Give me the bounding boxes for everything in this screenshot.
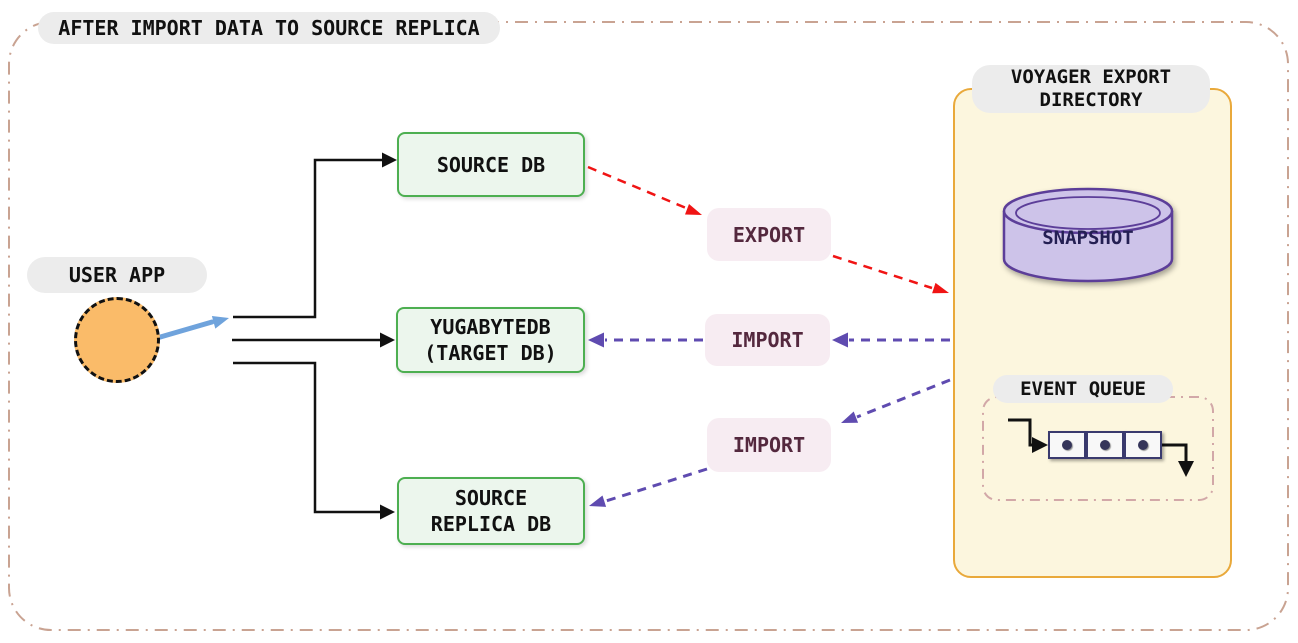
import-replica-flow-label: IMPORT — [707, 418, 831, 472]
source-replica-db-node: SOURCE REPLICA DB — [397, 477, 585, 545]
event-queue-label: EVENT QUEUE — [993, 375, 1173, 403]
source-replica-label-line2: REPLICA DB — [430, 512, 552, 536]
event-queue-item — [1048, 431, 1086, 459]
import-target-flow-label-text: IMPORT — [731, 328, 804, 352]
event-queue-label-text: EVENT QUEUE — [1020, 378, 1146, 400]
queue-item-dot-icon — [1062, 440, 1072, 450]
queue-item-dot-icon — [1138, 440, 1148, 450]
event-queue-item — [1124, 431, 1162, 459]
event-queue-item — [1086, 431, 1124, 459]
import-target-flow-label: IMPORT — [705, 314, 830, 366]
target-db-node: YUGABYTEDB (TARGET DB) — [396, 307, 585, 373]
snapshot-label: SNAPSHOT — [1001, 227, 1175, 249]
target-db-label-line1: YUGABYTEDB — [430, 315, 551, 339]
export-flow-label: EXPORT — [707, 208, 831, 261]
diagram-title: AFTER IMPORT DATA TO SOURCE REPLICA — [38, 12, 500, 44]
user-app-node — [74, 297, 160, 383]
target-db-label-line2: (TARGET DB) — [424, 341, 557, 365]
import-replica-flow-label-text: IMPORT — [732, 433, 806, 457]
export-flow-label-text: EXPORT — [732, 222, 806, 247]
voyager-title-line2: DIRECTORY — [1039, 89, 1143, 111]
diagram-title-text: AFTER IMPORT DATA TO SOURCE REPLICA — [58, 16, 480, 40]
source-db-node: SOURCE DB — [397, 132, 585, 197]
source-db-label: SOURCE DB — [436, 152, 546, 177]
user-app-label-text: USER APP — [68, 263, 166, 287]
source-replica-label-line1: SOURCE — [454, 486, 528, 510]
snapshot-label-text: SNAPSHOT — [1042, 227, 1134, 249]
queue-item-dot-icon — [1100, 440, 1110, 450]
voyager-export-directory-title: VOYAGER EXPORT DIRECTORY — [972, 65, 1210, 113]
voyager-title-line1: VOYAGER EXPORT — [1010, 66, 1172, 88]
user-app-label: USER APP — [27, 257, 207, 293]
